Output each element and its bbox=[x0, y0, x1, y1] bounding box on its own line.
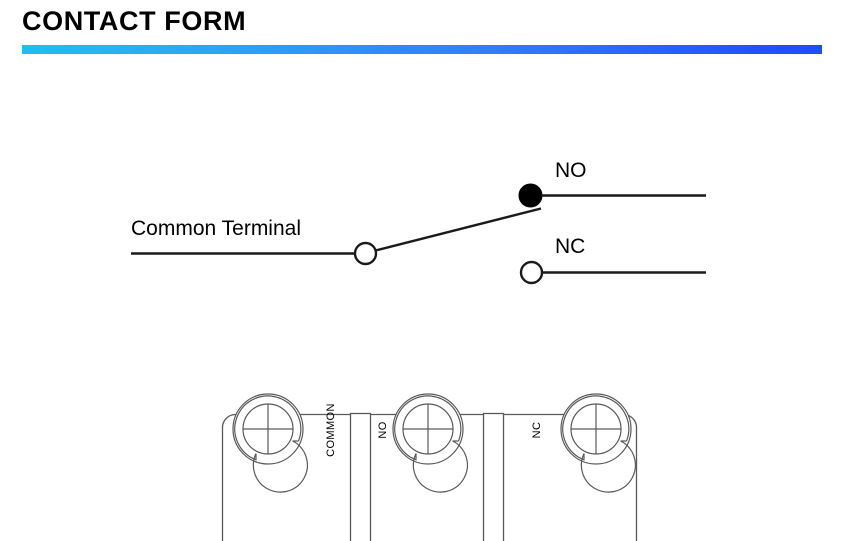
terminal-label-common: COMMON bbox=[325, 403, 337, 457]
contact-form-diagram: Common Terminal NO NC COMMON bbox=[0, 60, 845, 541]
terminal-label-nc: NC bbox=[531, 422, 543, 439]
slide-header: CONTACT FORM bbox=[0, 0, 845, 60]
common-pivot-circle bbox=[353, 241, 378, 266]
common-terminal-label: Common Terminal bbox=[131, 217, 301, 240]
terminal-label-no: NO bbox=[377, 421, 389, 438]
nc-contact-circle bbox=[519, 260, 544, 285]
no-contact-dot bbox=[518, 183, 543, 208]
terminal-divider-strip-2 bbox=[482, 412, 505, 541]
switch-schematic: Common Terminal NO NC bbox=[131, 159, 706, 285]
screw-terminal-icon-common bbox=[232, 393, 308, 493]
terminal-divider-strip-1 bbox=[349, 412, 372, 541]
switch-blade-line bbox=[375, 207, 542, 252]
page-title: CONTACT FORM bbox=[22, 6, 247, 36]
screw-terminal-icon-no bbox=[392, 393, 468, 493]
relay-terminal-block: COMMON NO NC bbox=[221, 393, 638, 541]
no-label: NO bbox=[555, 159, 587, 182]
title-underline-gradient-bar bbox=[22, 45, 822, 54]
nc-label: NC bbox=[555, 235, 585, 258]
screw-terminal-icon-nc bbox=[560, 393, 636, 493]
